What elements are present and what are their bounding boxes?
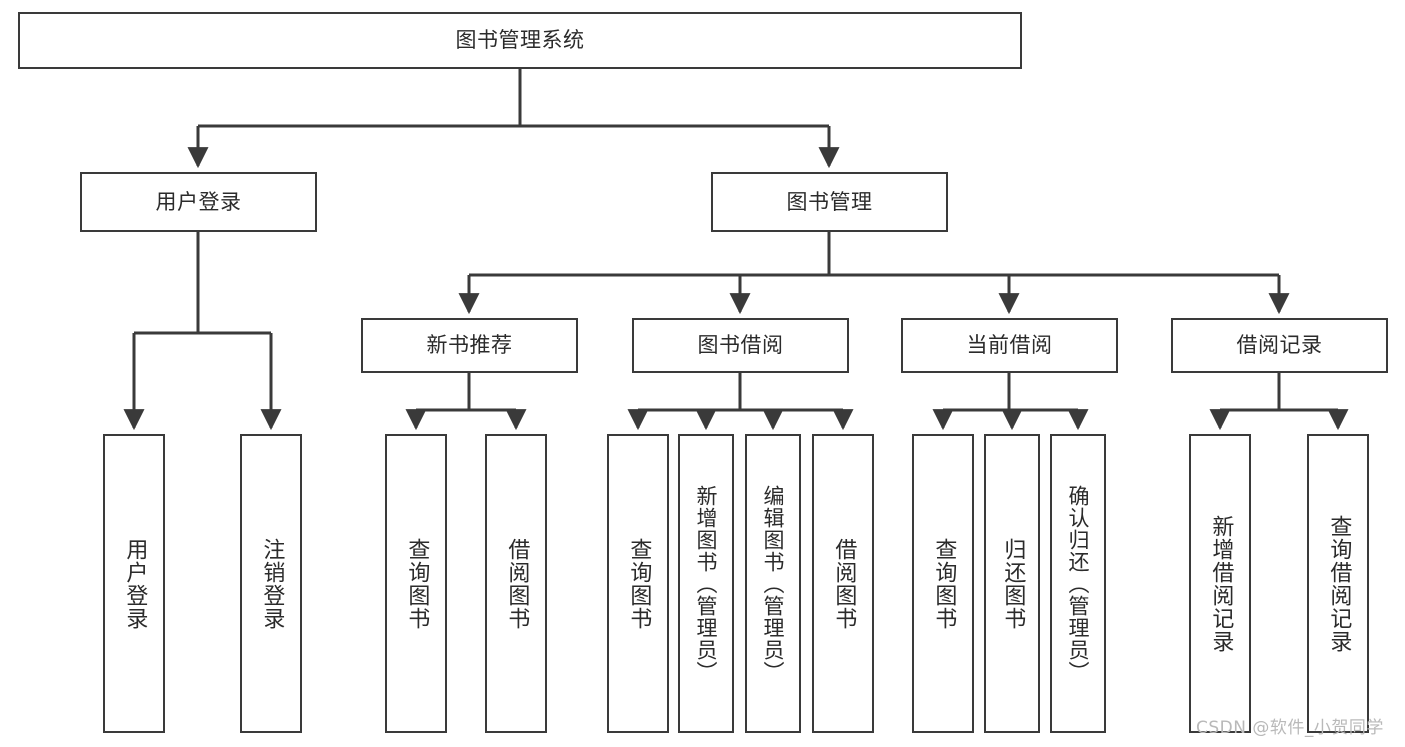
node-leaf-borrow-book[interactable]: 借阅图书 (812, 434, 874, 733)
node-leaf-query-book-borrow-label: 查询图书 (626, 537, 652, 630)
node-new-book-recommend-label: 新书推荐 (426, 333, 513, 358)
node-leaf-return-book-label: 归还图书 (1000, 537, 1026, 630)
node-leaf-query-book-current[interactable]: 查询图书 (912, 434, 974, 733)
node-book-borrow[interactable]: 图书借阅 (632, 318, 849, 373)
node-root[interactable]: 图书管理系统 (18, 12, 1022, 69)
node-leaf-borrow-book-label: 借阅图书 (831, 537, 857, 630)
node-leaf-add-record-label: 新增借阅记录 (1208, 514, 1234, 653)
node-leaf-logout-label: 注销登录 (259, 537, 285, 630)
node-leaf-query-record-label: 查询借阅记录 (1326, 514, 1352, 653)
node-current-borrow-label: 当前借阅 (966, 333, 1053, 358)
node-leaf-add-record[interactable]: 新增借阅记录 (1189, 434, 1251, 733)
node-leaf-confirm-return-label: 确认归还（管理员） (1066, 484, 1091, 683)
node-current-borrow[interactable]: 当前借阅 (901, 318, 1118, 373)
node-leaf-borrow-book-rec[interactable]: 借阅图书 (485, 434, 547, 733)
node-borrow-record[interactable]: 借阅记录 (1171, 318, 1388, 373)
node-leaf-query-book-borrow[interactable]: 查询图书 (607, 434, 669, 733)
node-book-manage[interactable]: 图书管理 (711, 172, 948, 232)
node-leaf-borrow-book-rec-label: 借阅图书 (504, 537, 530, 630)
node-root-label: 图书管理系统 (455, 28, 585, 53)
node-leaf-query-book-current-label: 查询图书 (931, 537, 957, 630)
node-leaf-logout[interactable]: 注销登录 (240, 434, 302, 733)
node-leaf-return-book[interactable]: 归还图书 (984, 434, 1040, 733)
node-new-book-recommend[interactable]: 新书推荐 (361, 318, 578, 373)
node-borrow-record-label: 借阅记录 (1236, 333, 1323, 358)
node-leaf-query-record[interactable]: 查询借阅记录 (1307, 434, 1369, 733)
node-leaf-edit-book-label: 编辑图书（管理员） (761, 484, 786, 683)
node-user-login-label: 用户登录 (155, 189, 242, 214)
node-leaf-edit-book[interactable]: 编辑图书（管理员） (745, 434, 801, 733)
node-user-login[interactable]: 用户登录 (80, 172, 317, 232)
node-leaf-user-login-label: 用户登录 (122, 537, 148, 630)
node-leaf-confirm-return[interactable]: 确认归还（管理员） (1050, 434, 1106, 733)
node-leaf-query-book-rec-label: 查询图书 (404, 537, 430, 630)
csdn-watermark: CSDN @软件_小贺同学 (1196, 718, 1384, 738)
node-book-manage-label: 图书管理 (786, 189, 873, 214)
node-leaf-user-login[interactable]: 用户登录 (103, 434, 165, 733)
node-leaf-query-book-rec[interactable]: 查询图书 (385, 434, 447, 733)
node-leaf-add-book-label: 新增图书（管理员） (694, 484, 719, 683)
node-leaf-add-book[interactable]: 新增图书（管理员） (678, 434, 734, 733)
node-book-borrow-label: 图书借阅 (697, 333, 784, 358)
